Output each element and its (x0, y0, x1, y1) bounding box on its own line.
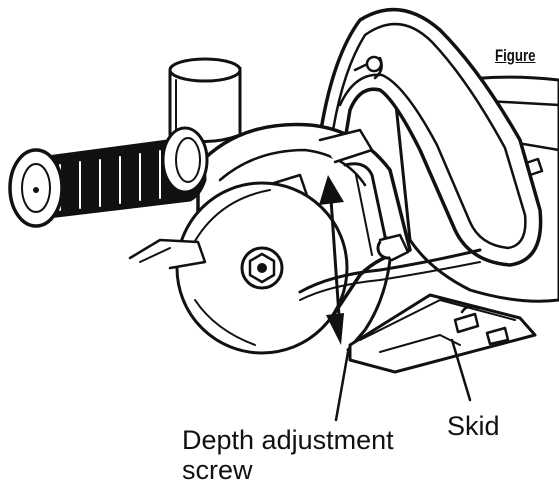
skid-leader (450, 338, 472, 402)
depth-adjustment-arm (343, 162, 392, 352)
figure-title: Figure (495, 46, 536, 65)
depth-adjustment-label-line2: screw (182, 455, 253, 485)
depth-arrow (328, 183, 342, 332)
depth-adjustment-label-line1: Depth adjustment (182, 425, 394, 455)
rear-handle (316, 7, 543, 267)
base-plate (348, 293, 537, 374)
skid-label: Skid (447, 411, 500, 441)
depth-screw-leader (334, 350, 350, 422)
